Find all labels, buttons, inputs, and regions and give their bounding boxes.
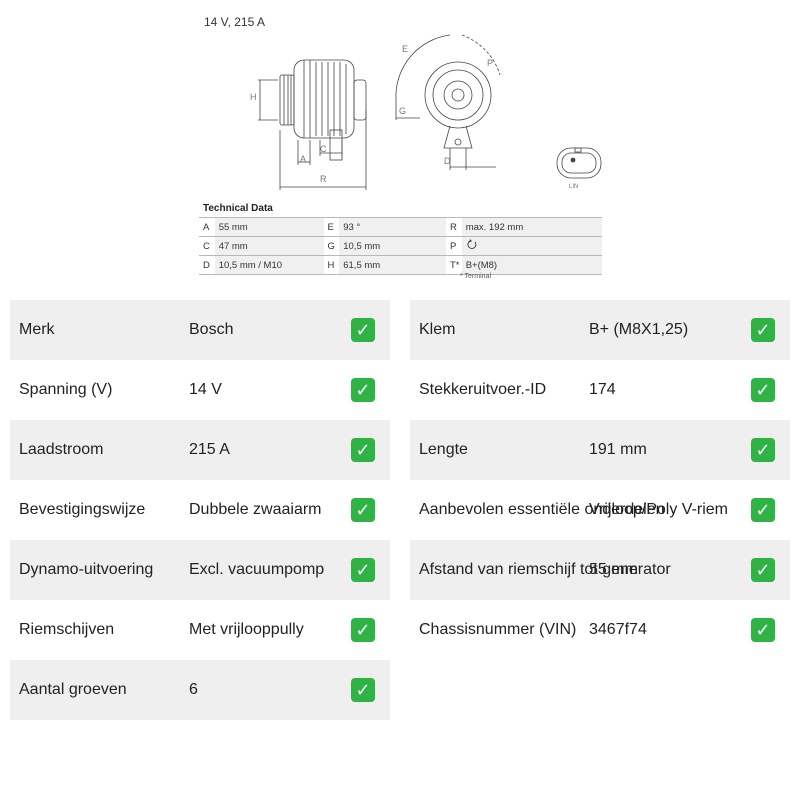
spec-value: 191 mm [589,441,647,458]
spec-label: Dynamo-uitvoering [19,561,154,578]
rotation-direction-icon [467,238,477,249]
spec-row: Aantal groeven 6 ✓ [10,660,390,720]
technical-data-key: G [323,236,340,256]
dim-label-g: G [399,106,406,116]
spec-row: Chassisnummer (VIN) 3467f74 ✓ [410,600,790,660]
check-mark-icon: ✓ [751,438,775,462]
dim-label-a: A [300,154,306,164]
technical-data-key: T* [446,255,462,275]
check-mark-icon: ✓ [351,618,375,642]
spec-label: Chassisnummer (VIN) [419,621,577,638]
spec-row: Riemschijven Met vrijlooppully ✓ [10,600,390,660]
technical-data-key: H [323,255,340,275]
spec-value: 55 mm [589,561,638,578]
check-mark-icon: ✓ [351,438,375,462]
dim-label-c: C [320,144,327,154]
spec-label: Bevestigingswijze [19,501,146,518]
check-mark-icon: ✓ [751,558,775,582]
check-mark-icon: ✓ [751,318,775,342]
dim-label-r: R [320,174,327,184]
spec-label: Afstand van riemschijf tot generator [419,561,671,578]
technical-data-value: 47 mm [214,236,324,256]
spec-value: 6 [189,681,198,698]
spec-value: Excl. vacuumpomp [189,561,325,578]
technical-data-value [461,236,602,256]
spec-value: 174 [589,381,616,398]
check-mark-icon: ✓ [351,378,375,402]
spec-row: Spanning (V) 14 V ✓ [10,360,390,420]
technical-data-key: C [199,236,215,256]
spec-label: Merk [19,321,55,338]
spec-label: Klem [419,321,456,338]
spec-label: Riemschijven [19,621,115,638]
spec-label: Stekkeruitvoer.-ID [419,381,547,398]
spec-value: Vrijloop/Poly V-riem [589,501,729,518]
check-mark-icon: ✓ [751,378,775,402]
spec-label: Aanbevolen essentiële onderdelen [419,501,665,518]
technical-data-key: E [323,217,340,237]
dim-label-e: E [402,44,408,54]
technical-data-key: R [446,217,462,237]
technical-data-value: 93 ° [339,217,446,237]
spec-row: Dynamo-uitvoering Excl. vacuumpomp ✓ [10,540,390,600]
technical-data-value: max. 192 mm [461,217,602,237]
check-mark-icon: ✓ [351,558,375,582]
spec-label: Aantal groeven [19,681,127,698]
spec-value: B+ (M8X1,25) [589,321,689,338]
spec-row: Merk Bosch ✓ [10,300,390,360]
dim-label-h: H [250,92,257,102]
connector-label-lin: LIN [569,184,578,190]
alternator-side-view [258,59,367,190]
check-mark-icon: ✓ [351,318,375,342]
connector-plug-view [556,147,602,179]
spec-value: Bosch [189,321,234,338]
alternator-front-view [395,34,501,170]
terminal-footnote: * Terminal [460,273,491,280]
spec-value: 14 V [189,381,222,398]
spec-label: Laadstroom [19,441,104,458]
dim-label-p: P [487,58,493,68]
technical-data-value: 55 mm [214,217,324,237]
spec-row: Stekkeruitvoer.-ID 174 ✓ [410,360,790,420]
spec-value: 215 A [189,441,230,458]
alternator-technical-drawing: H A C R E P G D LIN [250,34,602,190]
spec-row: Lengte 191 mm ✓ [410,420,790,480]
technical-data-key: D [199,255,215,275]
technical-data-title: Technical Data [203,203,273,214]
spec-row: Klem B+ (M8X1,25) ✓ [410,300,790,360]
technical-data-value: 61,5 mm [339,255,446,275]
spec-row: Bevestigingswijze Dubbele zwaaiarm ✓ [10,480,390,540]
check-mark-icon: ✓ [351,678,375,702]
spec-label: Spanning (V) [19,381,113,398]
technical-data-value: 10,5 mm / M10 [214,255,324,275]
spec-value: Met vrijlooppully [189,621,304,638]
spec-value: Dubbele zwaaiarm [189,501,322,518]
spec-value: 3467f74 [589,621,647,638]
technical-data-key: A [199,217,215,237]
spec-row: Laadstroom 215 A ✓ [10,420,390,480]
check-mark-icon: ✓ [751,498,775,522]
technical-data-value: 10,5 mm [339,236,446,256]
check-mark-icon: ✓ [751,618,775,642]
technical-data-key: P [446,236,462,256]
spec-label: Lengte [419,441,468,458]
check-mark-icon: ✓ [351,498,375,522]
dim-label-d: D [444,156,451,166]
voltage-amperage-title: 14 V, 215 A [204,15,265,29]
technical-data-value: B+(M8) [461,255,602,275]
